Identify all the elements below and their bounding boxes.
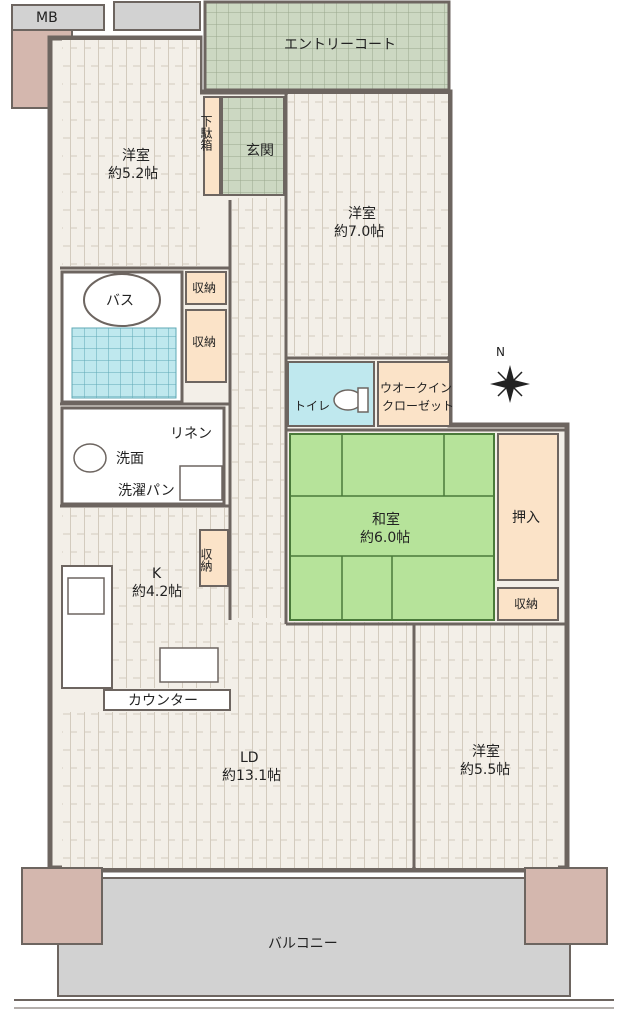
counter-label: カウンター	[128, 693, 198, 709]
balcony-label: バルコニー	[268, 936, 338, 952]
linen-label: リネン	[170, 426, 212, 442]
compass-icon	[490, 365, 530, 403]
storage-1-label: 収納	[192, 281, 216, 295]
entry-court-label: エントリーコート	[284, 37, 396, 53]
western-room-1	[62, 40, 200, 266]
genkan-label: 玄関	[246, 142, 274, 159]
western-room-2	[288, 94, 448, 356]
entry-court	[203, 0, 451, 92]
mb-label: MB	[36, 10, 58, 26]
wic-label-1: ウオークイン	[380, 381, 452, 395]
sink-icon	[73, 443, 107, 473]
living-dining	[62, 712, 412, 868]
ld-name: LD	[240, 750, 259, 766]
counter	[103, 689, 231, 711]
toilet-label: トイレ	[294, 399, 330, 413]
japanese-room-name: 和室	[372, 511, 400, 528]
western-room-2-size: 約7.0帖	[334, 224, 384, 240]
interior-walls	[60, 92, 567, 868]
bath-tile-floor	[71, 327, 177, 399]
hallway	[232, 198, 284, 618]
western-room-3-name: 洋室	[472, 743, 500, 760]
balcony-pillar-left	[21, 867, 103, 945]
western-room-2-name: 洋室	[348, 205, 376, 222]
storage-4	[199, 529, 229, 587]
storage-2-label: 収納	[192, 335, 216, 349]
storage-3	[497, 587, 559, 621]
western-room-3	[416, 624, 558, 868]
storage-4-label: 収納	[199, 548, 213, 572]
balcony-pillar-right	[524, 867, 608, 945]
western-room-3-size: 約5.5帖	[460, 762, 510, 778]
kitchen-sink-icon	[159, 647, 219, 683]
mb-box	[11, 4, 105, 31]
shoebox-label: 下駄箱	[199, 115, 213, 151]
kitchen-name: K	[152, 566, 162, 582]
western-room-1-name: 洋室	[122, 147, 150, 164]
tatami-lines	[290, 434, 494, 620]
storage-3-label: 収納	[514, 597, 538, 611]
storage-1	[185, 271, 227, 305]
western-room-1-size: 約5.2帖	[108, 166, 158, 182]
storage-2	[185, 309, 227, 383]
living-dining-upper	[232, 622, 412, 712]
laundry-pan-icon	[179, 465, 223, 501]
genkan	[221, 96, 285, 196]
laundry-pan-label: 洗濯パン	[118, 483, 175, 499]
kitchen-size: 約4.2帖	[132, 584, 182, 600]
balcony	[57, 877, 571, 997]
shoebox	[203, 96, 221, 196]
bathtub-icon	[83, 273, 161, 327]
walk-in-closet	[377, 361, 451, 427]
ld-size: 約13.1帖	[222, 768, 281, 784]
oshiire-label: 押入	[512, 510, 540, 526]
wic-label-2: クローゼット	[382, 399, 454, 413]
toilet-tank-icon	[357, 387, 369, 413]
washroom-label: 洗面	[116, 451, 144, 467]
japanese-room-size: 約6.0帖	[360, 530, 410, 546]
bath-label: バス	[106, 293, 134, 309]
compass-n-label: N	[496, 345, 505, 359]
top-wall-block	[113, 1, 201, 31]
oshiire	[497, 433, 559, 581]
stove-icon	[67, 577, 105, 615]
